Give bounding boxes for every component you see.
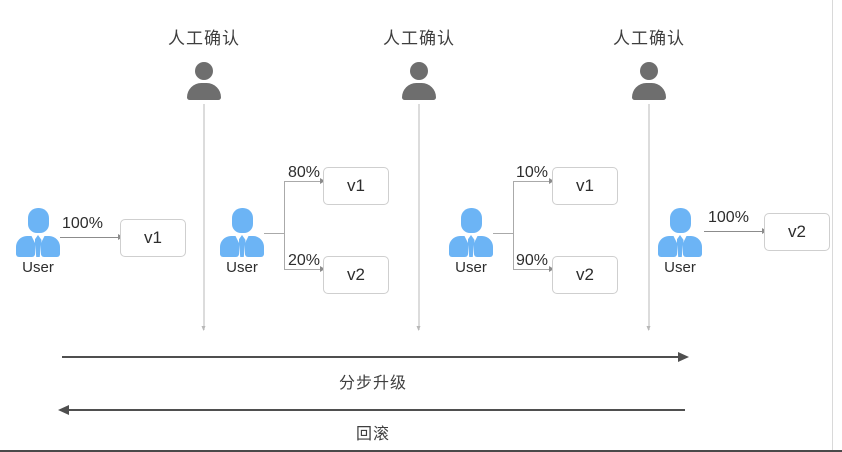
user-collar-left [464,235,470,247]
user-shoulder-right [683,236,702,257]
version-box-stage2-v2: v2 [323,256,389,294]
user-icon [16,208,60,258]
user-label: User [664,259,696,276]
connector-arrow-stage2-v1 [320,178,325,184]
percent-stage2-v2: 20% [288,252,321,269]
manual-confirm-person-icon-2 [399,62,439,102]
connector-stage3-branch-top [513,181,553,182]
connector-stage2-branch-bottom [284,269,324,270]
gate-label-3: 人工确认 [613,29,685,48]
percent-stage1-v1: 100% [62,215,103,232]
user-collar-left [673,235,679,247]
gate-label-2: 人工确认 [383,29,455,48]
upgrade-flow-line [62,356,680,358]
user-tie [34,235,42,257]
user-collar-left [235,235,241,247]
upgrade-flow-arrowhead [678,352,689,362]
connector-stage3-split [513,181,514,270]
version-box-stage3-v2: v2 [552,256,618,294]
user-label: User [226,259,258,276]
percent-stage2-v1: 80% [288,164,321,181]
upgrade-flow-label: 分步升级 [338,375,408,392]
connector-stage3-branch-bottom [513,269,553,270]
user-shoulder-left [658,236,677,257]
user-icon [220,208,264,258]
user-collar-right [243,235,249,247]
user-shoulder-left [220,236,239,257]
connector-arrow-stage3-v2 [549,266,554,272]
user-collar-right [39,235,45,247]
person-head [410,62,428,80]
person-head [195,62,213,80]
person-body [402,83,436,100]
user-tie [467,235,475,257]
person-head [640,62,658,80]
version-box-stage2-v1: v1 [323,167,389,205]
connector-stage1-v1 [60,237,120,238]
user-head [27,208,49,233]
connector-arrow-stage2-v2 [320,266,325,272]
user-stage-1: User [6,208,70,276]
user-shoulder-right [245,236,264,257]
user-icon [658,208,702,258]
connector-stage2-split [284,181,285,270]
user-tie [238,235,246,257]
percent-stage3-v2: 90% [516,252,549,269]
user-tie [676,235,684,257]
user-head [231,208,253,233]
rollback-flow-line [69,409,685,411]
connector-stage4-v2 [704,231,764,232]
connector-stage2-branch-top [284,181,324,182]
percent-stage4-v2: 100% [708,209,749,226]
user-shoulder-left [16,236,35,257]
user-collar-right [681,235,687,247]
rollback-flow-label: 回滚 [355,426,391,443]
version-box-stage4-v2: v2 [764,213,830,251]
manual-confirm-person-icon-1 [184,62,224,102]
gate-divider-line-2 [416,104,421,331]
connector-arrow-stage3-v1 [549,178,554,184]
user-icon [449,208,493,258]
person-body [187,83,221,100]
user-collar-left [31,235,37,247]
connector-stage3-stem [493,233,513,234]
connector-stage2-stem [264,233,284,234]
user-shoulder-left [449,236,468,257]
gate-divider-line-3 [646,104,651,331]
canvas-right-border [832,0,833,450]
user-shoulder-right [41,236,60,257]
user-shoulder-right [474,236,493,257]
version-box-stage3-v1: v1 [552,167,618,205]
user-stage-3: User [439,208,503,276]
rollback-flow-arrowhead [58,405,69,415]
person-body [632,83,666,100]
version-box-stage1-v1: v1 [120,219,186,257]
gate-label-1: 人工确认 [168,29,240,48]
user-label: User [22,259,54,276]
user-head [460,208,482,233]
user-stage-2: User [210,208,274,276]
user-head [669,208,691,233]
manual-confirm-person-icon-3 [629,62,669,102]
user-label: User [455,259,487,276]
user-stage-4: User [648,208,712,276]
percent-stage3-v1: 10% [516,164,549,181]
user-collar-right [472,235,478,247]
gate-divider-line-1 [201,104,206,331]
